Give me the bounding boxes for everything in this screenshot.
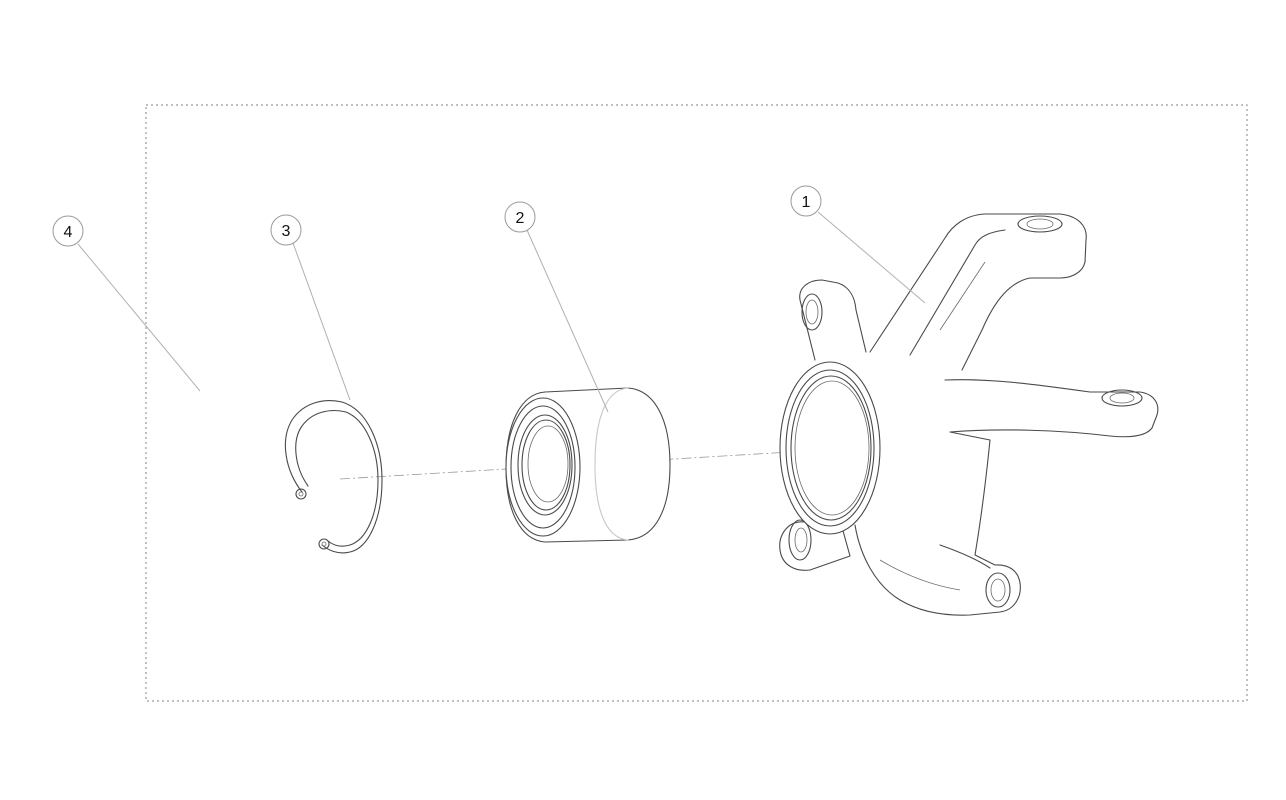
callout-number-3: 3 xyxy=(282,223,291,240)
callout-number-2: 2 xyxy=(516,210,525,227)
leader-line-4 xyxy=(77,243,201,392)
center-axis-line xyxy=(339,448,841,480)
callout-balloon-2: 2 xyxy=(504,201,536,233)
callout-number-1: 1 xyxy=(802,194,811,211)
callout-number-4: 4 xyxy=(64,224,73,241)
retaining-ring-part xyxy=(284,400,383,554)
leader-line-1 xyxy=(817,211,926,304)
callout-balloon-1: 1 xyxy=(790,185,822,217)
wheel-bearing-part xyxy=(505,387,671,543)
callout-balloon-4: 4 xyxy=(52,215,84,247)
leader-line-2 xyxy=(526,229,609,413)
callout-balloon-3: 3 xyxy=(270,214,302,246)
assembly-boundary-frame xyxy=(145,104,1248,702)
steering-knuckle-part xyxy=(779,213,1159,616)
leader-line-3 xyxy=(292,242,351,401)
